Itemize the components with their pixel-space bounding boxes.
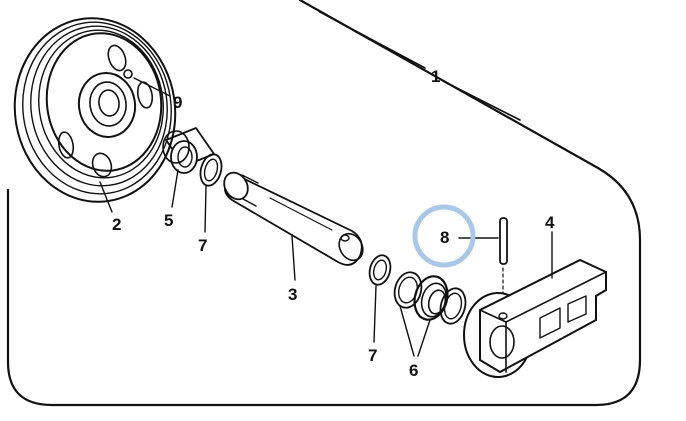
pin [499,217,508,309]
callout-7-lower: 7 [368,346,377,365]
callout-9: 9 [173,93,182,112]
shaft [223,171,364,266]
bushing [162,127,215,174]
callout-8: 8 [440,228,449,247]
highlight-ring [412,204,476,268]
callout-3: 3 [288,285,297,304]
assembly-boundary [6,0,642,407]
o-ring-lower [368,254,392,286]
callout-2: 2 [112,215,121,234]
support-bracket [463,258,607,378]
callout-5: 5 [164,211,173,230]
seal-set [393,271,467,325]
callout-4: 4 [545,213,555,232]
callout-7-upper: 7 [198,236,207,255]
callout-1: 1 [431,67,440,86]
o-ring-upper [199,153,223,187]
callout-6: 6 [409,361,418,380]
idler-wheel [13,17,177,203]
leader-lines [99,11,553,357]
